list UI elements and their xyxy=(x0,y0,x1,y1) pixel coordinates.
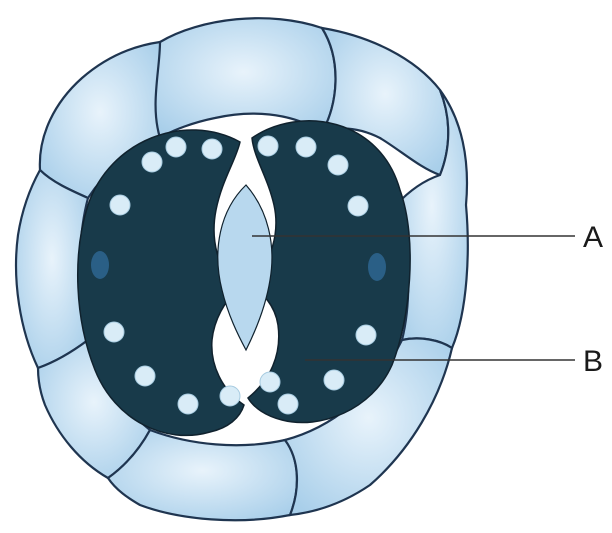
label-b: B xyxy=(583,345,603,378)
chloroplast xyxy=(202,139,222,159)
chloroplast xyxy=(135,366,155,386)
nucleus-left xyxy=(91,251,109,279)
chloroplast xyxy=(356,325,376,345)
chloroplast xyxy=(166,137,186,157)
stomatal-pore xyxy=(218,185,272,350)
chloroplast xyxy=(104,322,124,342)
chloroplast xyxy=(348,196,368,216)
chloroplast xyxy=(260,372,280,392)
chloroplast xyxy=(324,370,344,390)
chloroplast xyxy=(220,386,240,406)
nucleus-right xyxy=(368,253,386,281)
chloroplast xyxy=(258,136,278,156)
chloroplast xyxy=(328,155,348,175)
chloroplast xyxy=(178,394,198,414)
chloroplast xyxy=(296,137,316,157)
chloroplast xyxy=(278,394,298,414)
chloroplast xyxy=(110,195,130,215)
chloroplast xyxy=(142,152,162,172)
label-a: A xyxy=(583,221,603,254)
